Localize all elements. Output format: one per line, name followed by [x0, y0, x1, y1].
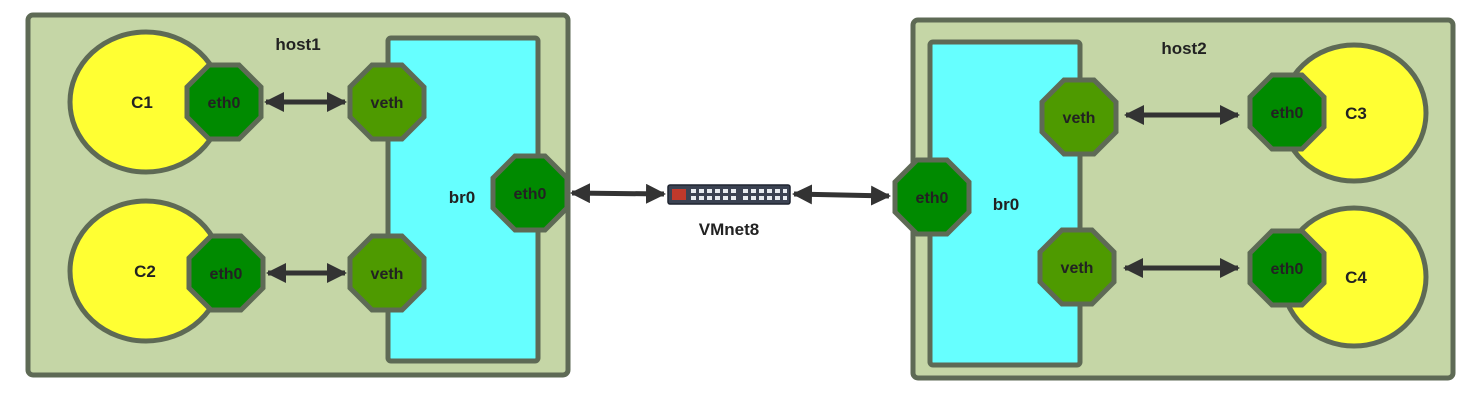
- c3-eth0-label: eth0: [1271, 105, 1304, 122]
- c2-veth-interface: [347, 233, 427, 313]
- host2-bridge-eth0-label: eth0: [916, 190, 949, 207]
- host1-bridge-eth0-label: eth0: [514, 186, 547, 203]
- c3-veth-label: veth: [1063, 110, 1096, 127]
- network-switch-icon: [667, 184, 791, 205]
- c1-eth0-interface: [184, 62, 264, 142]
- c4-veth-interface: [1037, 227, 1117, 307]
- link-switch-host2-eth0: [792, 184, 891, 206]
- host1-bridge-label: br0: [449, 188, 475, 207]
- link-host1-eth0-switch: [570, 183, 666, 204]
- c3-veth-interface: [1039, 77, 1119, 157]
- host1-bridge-eth0-interface: [490, 153, 570, 233]
- c1-eth0-label: eth0: [208, 95, 241, 112]
- host2-bridge-label: br0: [993, 195, 1019, 214]
- switch-label: VMnet8: [699, 220, 759, 239]
- host2-label: host2: [1161, 39, 1206, 58]
- c3-eth0-interface: [1247, 72, 1327, 152]
- host2-bridge-eth0-interface: [892, 157, 972, 237]
- c4-eth0-interface: [1247, 228, 1327, 308]
- c2-eth0-interface: [186, 233, 266, 313]
- c2-eth0-label: eth0: [210, 266, 243, 283]
- container-c1-label: C1: [131, 93, 153, 112]
- container-c2-label: C2: [134, 262, 156, 281]
- c1-veth-label: veth: [371, 95, 404, 112]
- container-c4-label: C4: [1345, 268, 1367, 287]
- host1-label: host1: [275, 35, 320, 54]
- container-c3-label: C3: [1345, 104, 1367, 123]
- c4-eth0-label: eth0: [1271, 261, 1304, 278]
- c2-veth-label: veth: [371, 266, 404, 283]
- c1-veth-interface: [347, 62, 427, 142]
- c4-veth-label: veth: [1061, 260, 1094, 277]
